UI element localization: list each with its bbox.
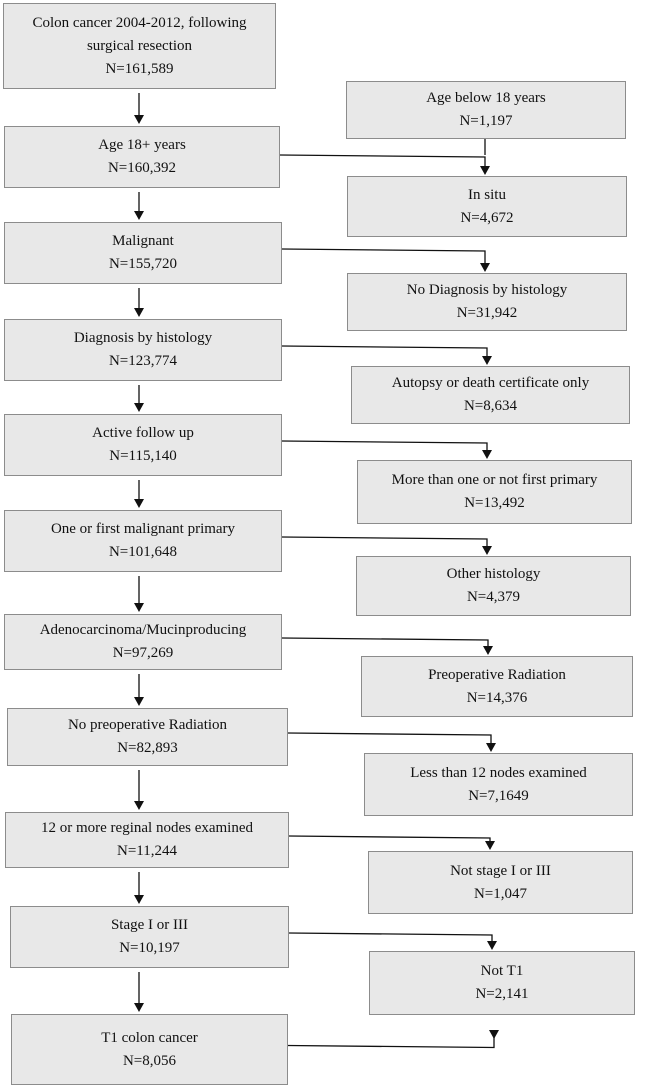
exclusion-arrow-head [486, 743, 496, 752]
box-label: Autopsy or death certificate only [391, 375, 590, 391]
flow-arrow-head [134, 895, 144, 904]
box-count: N=160,392 [107, 160, 177, 176]
box-label: One or first malignant primary [50, 521, 236, 537]
box-label: Diagnosis by histology [73, 330, 213, 346]
exclusion-arrow-head [480, 263, 490, 272]
exclusion-box-ex_notstage: Not stage I or III N=1,047 [368, 851, 633, 914]
box-label: No preoperative Radiation [67, 717, 228, 733]
step-box-start: Colon cancer 2004-2012, following surgica… [3, 3, 276, 89]
exclusion-arrow-head [482, 546, 492, 555]
flow-arrow-head [134, 308, 144, 317]
exclusion-arrow-head [487, 941, 497, 950]
box-count: N=11,244 [117, 843, 177, 859]
box-label: Active follow up [92, 425, 194, 441]
box-count: N=8,634 [463, 398, 518, 414]
box-label: Colon cancer 2004-2012, following [32, 14, 247, 31]
box-count: N=155,720 [108, 256, 178, 272]
box-count: N=8,056 [122, 1052, 177, 1069]
exclusion-arrow-head [482, 450, 492, 459]
box-count: N=7,1649 [468, 787, 529, 804]
exclusion-connector [287, 1031, 495, 1049]
box-count: N=13,492 [464, 495, 525, 511]
box-label: T1 colon cancer [101, 1029, 198, 1046]
box-count: N=101,648 [108, 544, 178, 560]
box-label: Less than 12 nodes examined [410, 764, 587, 781]
flow-arrow-head [134, 697, 144, 706]
exclusion-connector [281, 637, 489, 647]
box-count: N=115,140 [109, 448, 177, 464]
exclusion-arrow-head [483, 646, 493, 655]
box-count: N=14,376 [466, 689, 528, 706]
box-count: N=4,672 [460, 209, 514, 226]
box-count: N=31,942 [456, 305, 518, 321]
exclusion-connector [287, 732, 492, 744]
box-count: N=10,197 [119, 940, 180, 956]
step-box-followup: Active follow up N=115,140 [4, 414, 282, 476]
box-label: Age below 18 years [426, 90, 546, 106]
exclusion-connector [281, 345, 488, 357]
box-count: N=97,269 [112, 645, 174, 661]
exclusion-connector [281, 536, 488, 547]
flow-arrow-head [134, 801, 144, 810]
box-label: Age 18+ years [98, 137, 186, 153]
box-count: N=1,047 [473, 885, 528, 902]
exclusion-arrow-head [482, 356, 492, 365]
box-label: Stage I or III [110, 917, 189, 933]
box-label: Adenocarcinoma/Mucinproducing [39, 622, 247, 638]
box-label: No Diagnosis by histology [406, 282, 568, 298]
exclusion-arrow-head [485, 841, 495, 850]
box-count: N=1,197 [459, 113, 513, 129]
box-label: Malignant [112, 233, 174, 249]
box-label: 12 or more reginal nodes examined [40, 820, 253, 836]
exclusion-arrow-head [489, 1030, 499, 1039]
box-count: N=161,589 [105, 60, 174, 77]
exclusion-box-ex_nott1: Not T1 N=2,141 [369, 951, 635, 1015]
box-label: In situ [468, 186, 506, 203]
flow-arrow-head [134, 499, 144, 508]
exclusion-connector [288, 835, 491, 842]
flow-arrow-head [134, 211, 144, 220]
box-count: N=123,774 [108, 353, 178, 369]
flow-arrow-head [134, 115, 144, 124]
flow-arrow-head [134, 603, 144, 612]
exclusion-arrow-head [480, 166, 490, 175]
box-label: More than one or not first primary [391, 472, 598, 488]
step-box-stage: Stage I or III N=10,197 [10, 906, 289, 968]
box-count: N=2,141 [475, 986, 529, 1002]
exclusion-connector [279, 154, 486, 167]
box-label: Not stage I or III [450, 862, 551, 879]
box-label: Preoperative Radiation [428, 666, 566, 683]
box-label: surgical resection [86, 37, 193, 54]
exclusion-connector [281, 440, 488, 451]
exclusion-connector [281, 248, 486, 264]
box-count: N=4,379 [466, 589, 521, 605]
box-label: Other histology [446, 566, 541, 582]
flow-arrow-head [134, 1003, 144, 1012]
box-count: N=82,893 [117, 740, 178, 756]
flow-arrow-head [134, 403, 144, 412]
exclusion-connector [288, 932, 493, 942]
box-label: Not T1 [480, 963, 524, 979]
